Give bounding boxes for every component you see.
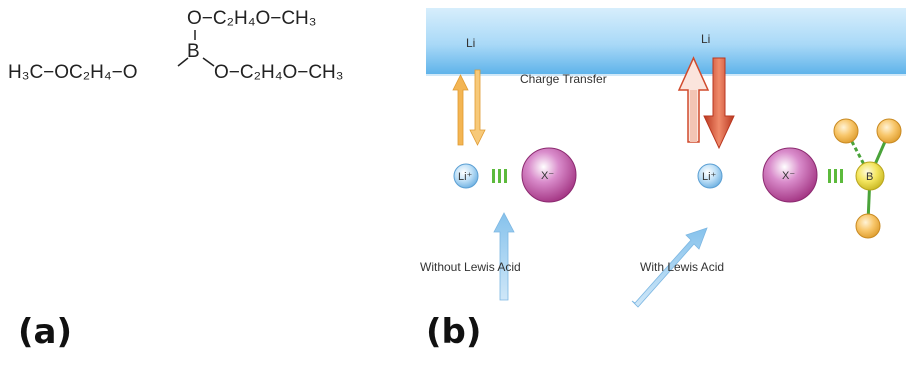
li-ion-right-label: Li⁺ — [702, 171, 717, 183]
anion-left-label: X⁻ — [541, 170, 554, 182]
thin-up-arrow — [452, 74, 469, 146]
ion-pair-with-lewis-acid: Li⁺ X⁻ B — [697, 118, 902, 239]
panel-a-label: (a) — [18, 312, 72, 352]
li-ion-left — [453, 163, 479, 189]
boron-atom-label: B — [187, 41, 200, 62]
anion-right-label: X⁻ — [782, 170, 795, 182]
ligand-2 — [876, 118, 902, 144]
pointer-arrow-left — [493, 212, 515, 301]
ion-pair-without-lewis-acid: Li⁺ X⁻ — [453, 147, 577, 203]
lewis-acid-borate: B — [833, 118, 902, 239]
borate-structure: O−C₂H₄O−CH₃ B H₃C−OC₂H₄−O O−C₂H₄O−CH₃ — [8, 8, 344, 83]
pointer-arrows — [493, 212, 708, 308]
thick-down-arrow — [703, 57, 735, 150]
ion-interaction-right — [828, 169, 843, 183]
thin-down-arrow — [469, 69, 486, 146]
li-ion-right — [697, 163, 723, 189]
thick-up-arrow-shade — [690, 90, 697, 142]
left-bond — [177, 57, 189, 67]
charge-transfer-label: Charge Transfer — [520, 72, 607, 86]
electrode-surface — [426, 8, 906, 74]
caption-with-lewis-acid: With Lewis Acid — [640, 260, 724, 274]
electrode-edge — [426, 74, 906, 76]
caption-without-lewis-acid: Without Lewis Acid — [420, 260, 521, 274]
electrode-label-right: Li — [701, 32, 710, 46]
right-chain-label: O−C₂H₄O−CH₃ — [214, 62, 344, 83]
top-chain-label: O−C₂H₄O−CH₃ — [187, 8, 317, 29]
electrode-label-left: Li — [466, 36, 475, 50]
ligand-3 — [855, 213, 881, 239]
anion-right — [762, 147, 818, 203]
ion-interaction-left — [492, 169, 507, 183]
ligand-1 — [833, 118, 859, 144]
thin-charge-transfer-arrows — [452, 69, 486, 146]
thick-charge-transfer-arrows — [677, 56, 735, 150]
right-bond — [202, 57, 215, 67]
pointer-arrow-right — [631, 227, 708, 308]
left-chain-label: H₃C−OC₂H₄−O — [8, 62, 138, 83]
boron-atom-b-label: B — [866, 171, 873, 183]
li-ion-left-label: Li⁺ — [458, 171, 473, 183]
boron-atom — [855, 161, 885, 191]
panel-b-label: (b) — [426, 312, 481, 352]
anion-left — [521, 147, 577, 203]
